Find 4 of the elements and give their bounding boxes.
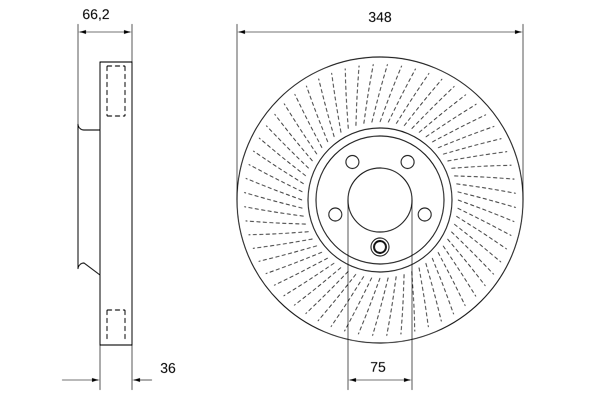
dimension-label: 348 [368, 12, 392, 22]
dimension-label: 66,2 [83, 9, 109, 21]
dimension-label: 36 [160, 363, 176, 373]
dimension-label: 75 [370, 362, 386, 372]
